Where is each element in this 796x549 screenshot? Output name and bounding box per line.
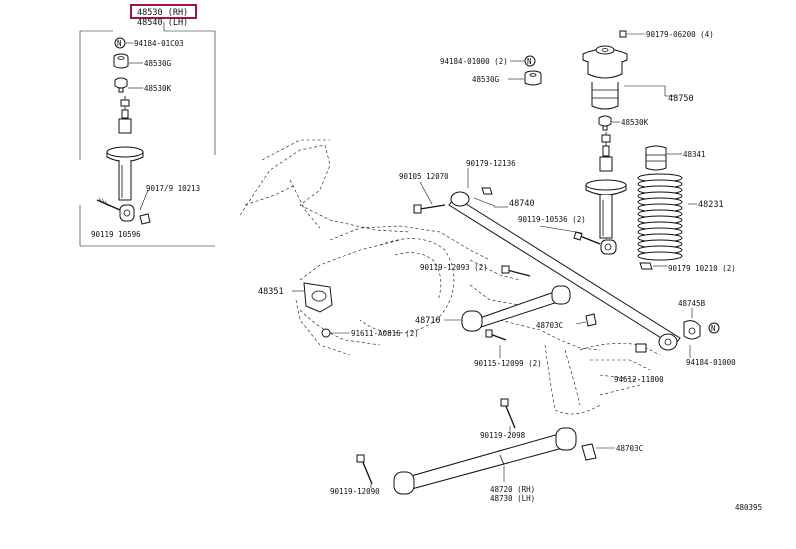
- coil-spring-48231-icon[interactable]: [637, 173, 683, 261]
- upper-mount-48750-icon[interactable]: [582, 45, 628, 110]
- n-washer-top-icon[interactable]: N: [524, 55, 536, 67]
- bracket-48703c-top-icon[interactable]: [585, 313, 597, 327]
- bolt-90119-12090-icon[interactable]: [501, 265, 531, 277]
- svg-text:N: N: [117, 39, 122, 48]
- bracket-48703c-bot-icon[interactable]: [581, 443, 597, 461]
- label-48341[interactable]: 48341: [683, 150, 706, 159]
- axle-housing-outline: [239, 139, 661, 415]
- spring-coil-turn: [637, 251, 683, 261]
- inset-upper-bushing-icon[interactable]: [113, 53, 129, 69]
- bracket-48745b-icon[interactable]: [683, 320, 701, 340]
- nut-94184-icon[interactable]: [635, 343, 647, 353]
- upper-control-arm-48710-icon[interactable]: [461, 285, 571, 332]
- bushing-48530k-icon[interactable]: [598, 115, 612, 131]
- header-part-box[interactable]: [130, 4, 197, 19]
- inset-label-48530g[interactable]: 48530G: [144, 59, 172, 68]
- label-90119-10536[interactable]: 90119-10536 (2): [518, 215, 586, 224]
- nut-90179-10210-icon[interactable]: [639, 262, 653, 270]
- shock-absorber-main-icon[interactable]: [585, 132, 627, 255]
- inset-bolt-right-icon[interactable]: [139, 213, 151, 225]
- label-48530g[interactable]: 48530G: [472, 75, 500, 84]
- label-48720-rh[interactable]: 48720 (RH): [490, 485, 535, 494]
- inset-label-washer[interactable]: 94184-01C03: [134, 39, 184, 48]
- bump-stop-48341-icon[interactable]: [645, 145, 667, 171]
- label-48351[interactable]: 48351: [258, 287, 284, 297]
- label-90119-12090-b[interactable]: 90119-12090: [330, 487, 380, 496]
- inset-shock-absorber-icon[interactable]: [106, 96, 144, 222]
- lower-control-arm-48720-icon[interactable]: [393, 427, 577, 495]
- label-94184-01000-2[interactable]: 94184-01000 (2): [440, 57, 508, 66]
- inset-lower-bushing-icon[interactable]: [114, 77, 128, 93]
- label-48703c-bot[interactable]: 48703C: [616, 444, 643, 453]
- label-90105-12070[interactable]: 90105 12070: [399, 172, 449, 181]
- label-48703c-top[interactable]: 48703C: [536, 321, 563, 330]
- screw-90179-06200-icon[interactable]: [619, 30, 627, 38]
- inset-bolt-left-icon[interactable]: [96, 197, 121, 211]
- label-90179-06200[interactable]: 90179-06200 (4): [646, 30, 714, 39]
- nut-hex-top-icon[interactable]: [481, 187, 493, 195]
- label-48750[interactable]: 48750: [668, 94, 694, 104]
- label-48740[interactable]: 48740: [509, 199, 535, 209]
- label-94184-01000[interactable]: 94184-01000: [686, 358, 736, 367]
- label-48231[interactable]: 48231: [698, 200, 724, 210]
- inset-label-bolt-side[interactable]: 9017/9 10213: [146, 184, 200, 193]
- bolt-90119-10536-icon[interactable]: [573, 231, 601, 245]
- label-90115-12099[interactable]: 90115-12099 (2): [474, 359, 542, 368]
- bolt-91611-icon[interactable]: [321, 328, 331, 338]
- inset-label-48530k[interactable]: 48530K: [144, 84, 172, 93]
- inset-n-washer-icon[interactable]: N: [114, 37, 126, 49]
- bolt-90105-12070-icon[interactable]: [413, 204, 446, 214]
- label-90119-2098[interactable]: 90119-2098: [480, 431, 526, 440]
- label-90179-10210[interactable]: 90179 10210 (2): [668, 264, 736, 273]
- label-90179-12136[interactable]: 90179-12136: [466, 159, 516, 168]
- header-lh-part[interactable]: 48540 (LH): [137, 18, 188, 28]
- bolt-90115-12099-icon[interactable]: [485, 329, 507, 341]
- bracket-48351-icon[interactable]: [303, 282, 333, 313]
- label-48530k[interactable]: 48530K: [621, 118, 649, 127]
- label-48730-lh[interactable]: 48730 (LH): [490, 494, 535, 503]
- inset-label-bolt-bottom[interactable]: 90119 10596: [91, 230, 141, 239]
- bolt-90119-2098-icon[interactable]: [500, 398, 516, 429]
- svg-text:N: N: [711, 324, 716, 333]
- label-48710[interactable]: 48710: [415, 316, 441, 326]
- lateral-rod-48740-icon[interactable]: [448, 191, 681, 351]
- header-rh-part[interactable]: 48530 (RH): [137, 8, 188, 18]
- label-94612-11800[interactable]: 94612-11800: [614, 375, 664, 384]
- label-91611-a0816[interactable]: 91611-A0816 (2): [351, 329, 419, 338]
- label-48745b[interactable]: 48745B: [678, 299, 706, 308]
- bolt-90119-12090-b-icon[interactable]: [356, 454, 373, 485]
- n-washer-right-icon[interactable]: N: [708, 322, 720, 334]
- label-90119-12090[interactable]: 90119-12093 (2): [420, 263, 488, 272]
- inset-frame: [79, 22, 216, 247]
- figure-code: 480395: [735, 503, 762, 512]
- bushing-48530g-icon[interactable]: [524, 70, 542, 86]
- svg-text:N: N: [527, 57, 532, 66]
